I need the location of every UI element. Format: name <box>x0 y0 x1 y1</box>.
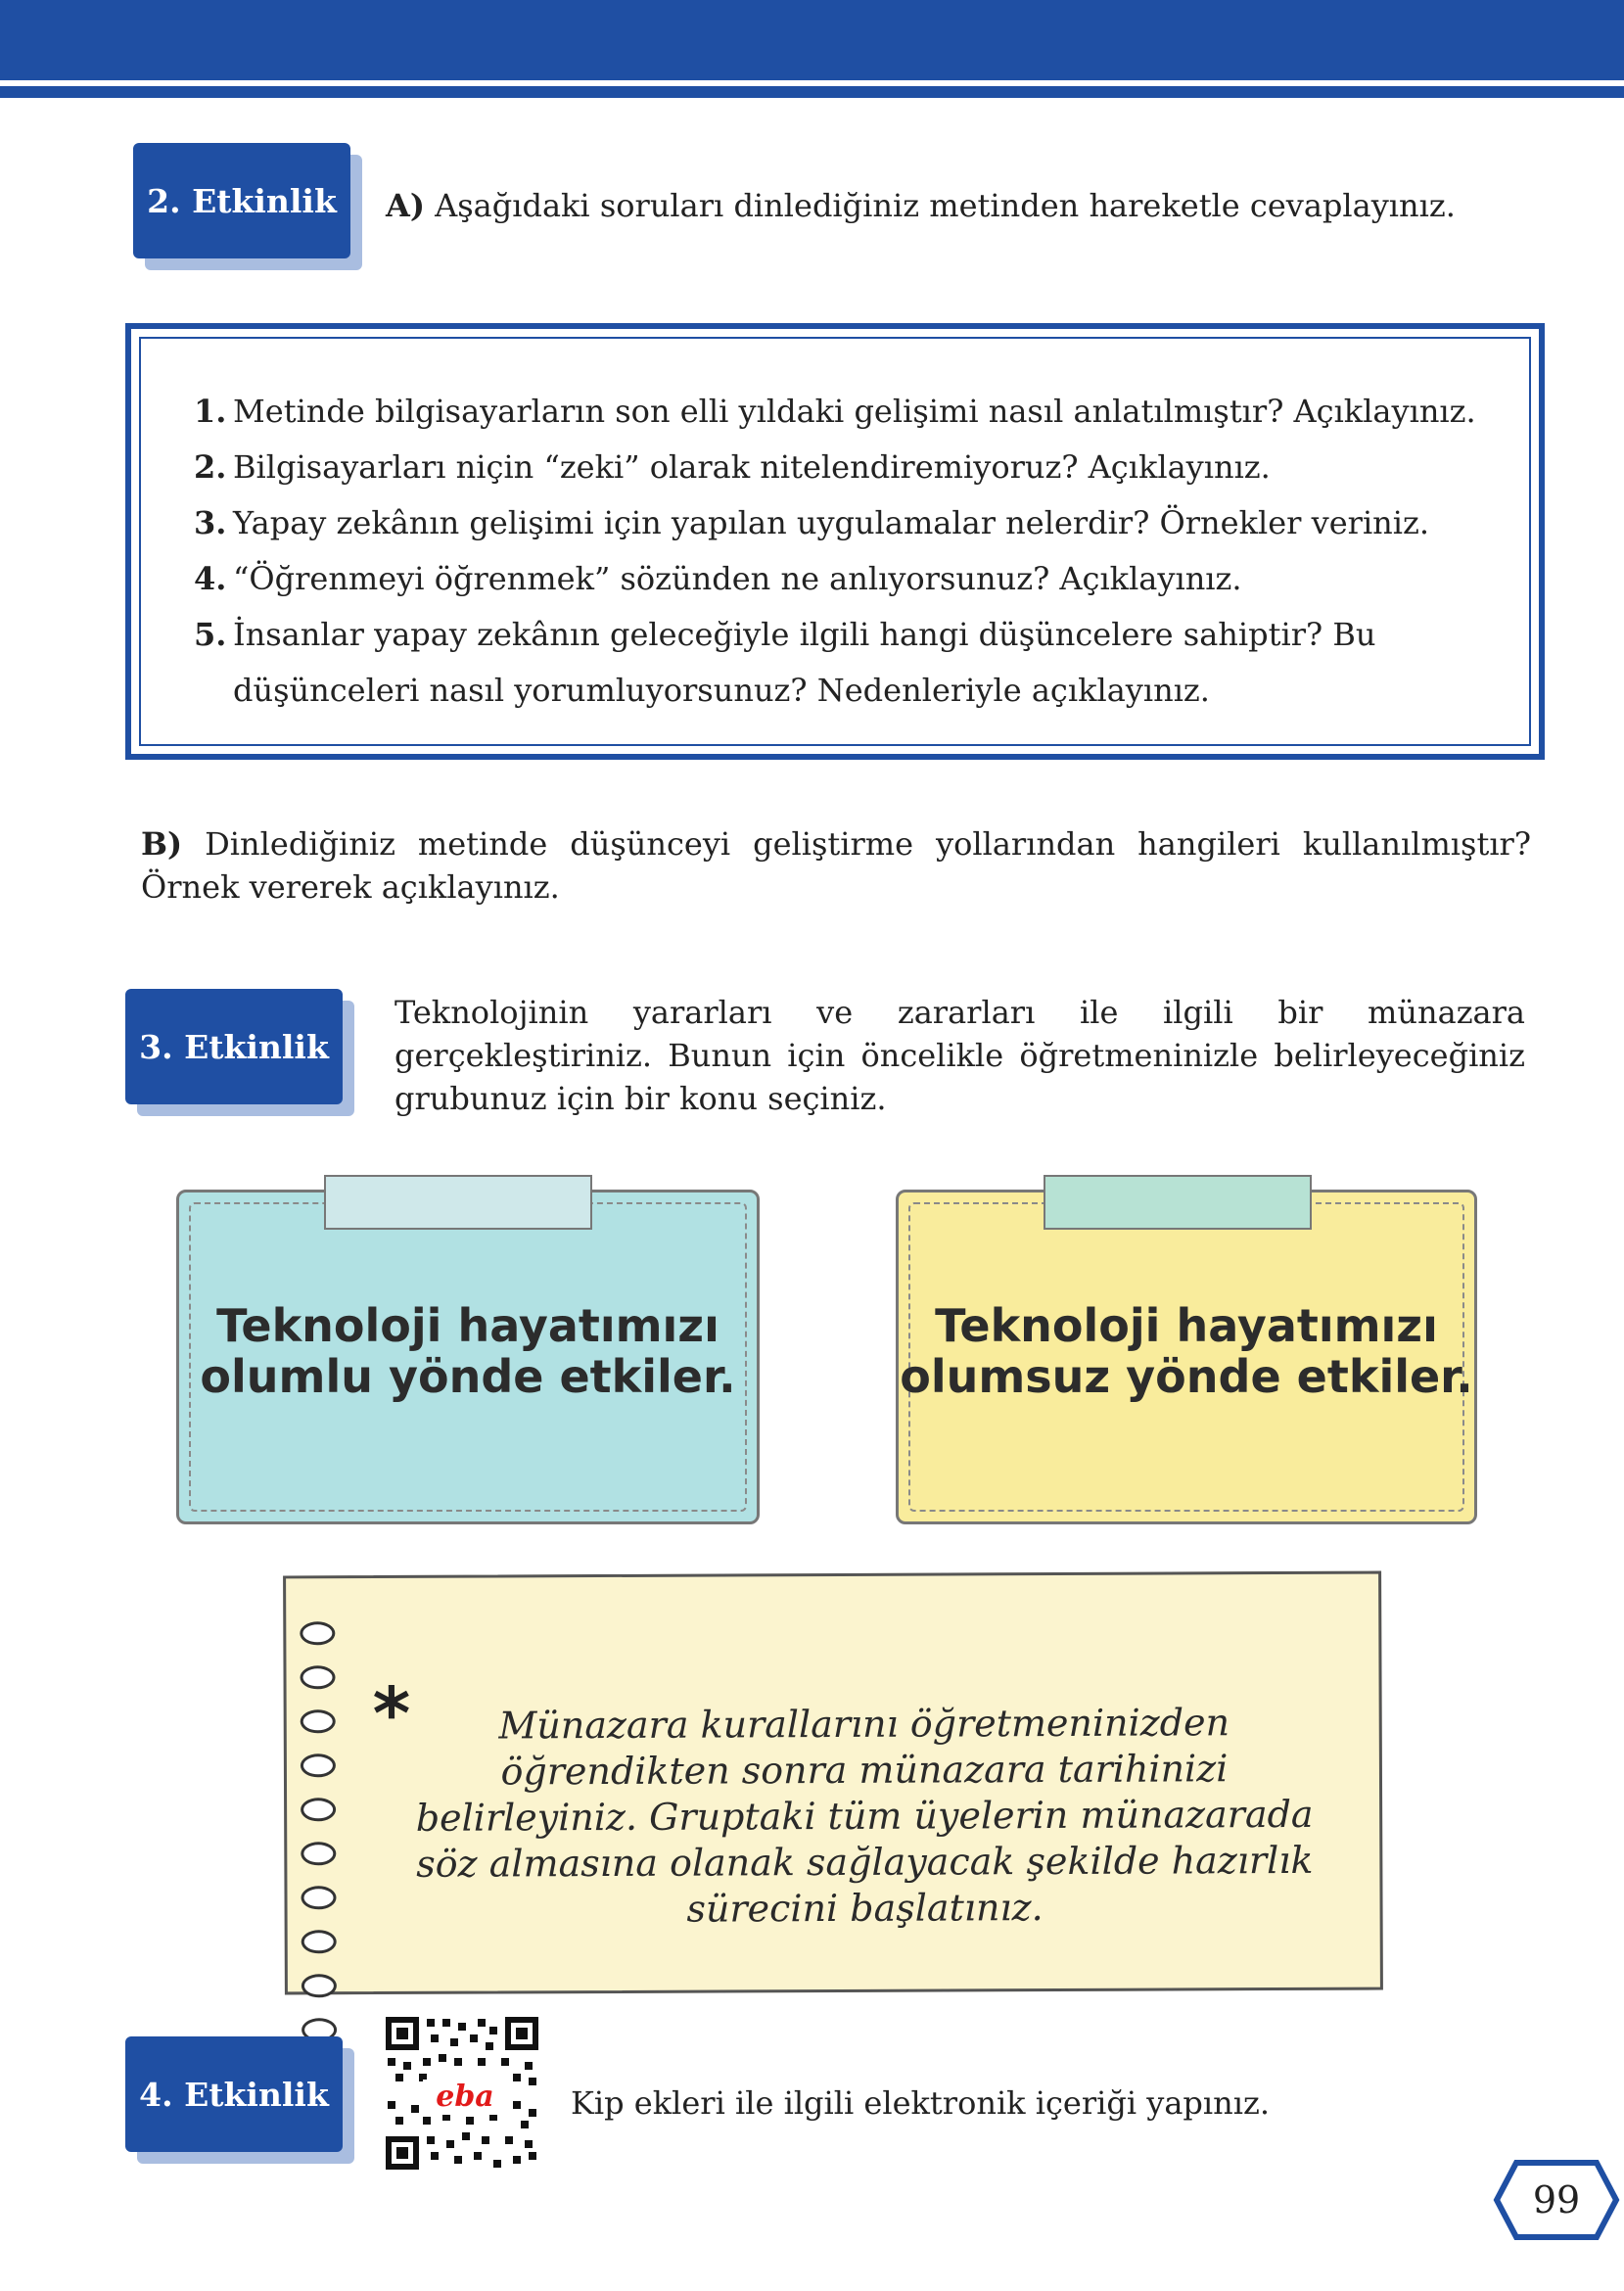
memo-text: Münazara kurallarını öğretmeninizden öğr… <box>415 1701 1314 1931</box>
spiral-rings <box>300 1621 338 2062</box>
question-number: 5. <box>194 616 227 653</box>
question-number: 3. <box>194 504 227 541</box>
part-a-text: Aşağıdaki soruları dinlediğiniz metinden… <box>435 187 1456 224</box>
ring-icon <box>301 1886 337 1910</box>
question-item: 5.İnsanlar yapay zekânın geleceğiyle ilg… <box>194 607 1486 719</box>
questions-box: 1.Metinde bilgisayarların son elli yılda… <box>125 323 1545 760</box>
note-negative: Teknoloji hayatımızı olumsuz yönde etkil… <box>896 1175 1477 1524</box>
activity-2-instruction: A) Aşağıdaki soruları dinlediğiniz metin… <box>386 184 1560 227</box>
page-number-text: 99 <box>1532 2178 1581 2221</box>
part-b: B) Dinlediğiniz metinde düşünceyi gelişt… <box>141 822 1531 909</box>
note-positive-label: Teknoloji hayatımızı olumlu yönde etkile… <box>179 1300 757 1402</box>
note-negative-line: olumsuz yönde etkiler. <box>900 1350 1473 1403</box>
question-text: “Öğrenmeyi öğrenmek” sözünden ne anlıyor… <box>233 560 1242 597</box>
eba-logo: eba <box>436 2080 494 2114</box>
ring-icon <box>300 1753 336 1778</box>
question-number: 4. <box>194 560 227 597</box>
ring-icon <box>300 1665 336 1690</box>
activity-4-text: Kip ekleri ile ilgili elektronik içeriği… <box>571 2084 1270 2122</box>
part-a-label: A) <box>386 187 425 224</box>
question-number: 1. <box>194 393 227 430</box>
hexagon-icon <box>1493 2160 1620 2240</box>
page-number: 99 <box>1493 2159 1620 2241</box>
question-item: 4.“Öğrenmeyi öğrenmek” sözünden ne anlıy… <box>194 551 1486 607</box>
question-text: Bilgisayarları niçin “zeki” olarak nitel… <box>233 448 1271 486</box>
note-positive: Teknoloji hayatımızı olumlu yönde etkile… <box>176 1175 760 1524</box>
activity-3-badge-label: 3. Etkinlik <box>125 989 343 1104</box>
note-negative-label: Teknoloji hayatımızı olumsuz yönde etkil… <box>899 1300 1474 1402</box>
activity-4-badge: 4. Etkinlik <box>125 2036 354 2164</box>
header-line <box>0 86 1624 98</box>
activity-3-badge: 3. Etkinlik <box>125 989 354 1116</box>
activity-4-badge-label: 4. Etkinlik <box>125 2036 343 2152</box>
question-number: 2. <box>194 448 227 486</box>
part-b-label: B) <box>141 825 183 863</box>
question-item: 1.Metinde bilgisayarların son elli yılda… <box>194 384 1486 440</box>
question-text: İnsanlar yapay zekânın geleceğiyle ilgil… <box>233 616 1376 709</box>
activity-2-badge: 2. Etkinlik <box>133 143 362 270</box>
tape <box>1044 1175 1312 1230</box>
activity-2-badge-label: 2. Etkinlik <box>133 143 350 258</box>
ring-icon <box>301 1930 337 1954</box>
note-negative-line: Teknoloji hayatımızı <box>935 1299 1438 1352</box>
question-text: Yapay zekânın gelişimi için yapılan uygu… <box>233 504 1430 541</box>
questions-box-inner-border <box>139 337 1531 746</box>
question-item: 2.Bilgisayarları niçin “zeki” olarak nit… <box>194 440 1486 495</box>
ring-icon <box>301 1974 337 1998</box>
note-positive-line: olumlu yönde etkiler. <box>200 1350 736 1403</box>
question-item: 3.Yapay zekânın gelişimi için yapılan uy… <box>194 495 1486 551</box>
ring-icon <box>301 1798 337 1822</box>
ring-icon <box>300 1709 336 1734</box>
tape <box>324 1175 592 1230</box>
ring-icon <box>300 1621 336 1646</box>
part-b-text: Dinlediğiniz metinde düşünceyi geliştirm… <box>141 825 1532 906</box>
note-positive-line: Teknoloji hayatımızı <box>216 1299 719 1352</box>
question-text: Metinde bilgisayarların son elli yıldaki… <box>233 393 1476 430</box>
header-bar <box>0 0 1624 80</box>
qr-code-icon[interactable]: eba <box>384 2015 540 2172</box>
ring-icon <box>301 1842 337 1866</box>
activity-3-instruction: Teknolojinin yararları ve zararları ile … <box>394 994 1525 1117</box>
memo-note: * Münazara kurallarını öğretmeninizden ö… <box>283 1570 1383 2042</box>
questions-list: 1.Metinde bilgisayarların son elli yılda… <box>194 384 1486 719</box>
